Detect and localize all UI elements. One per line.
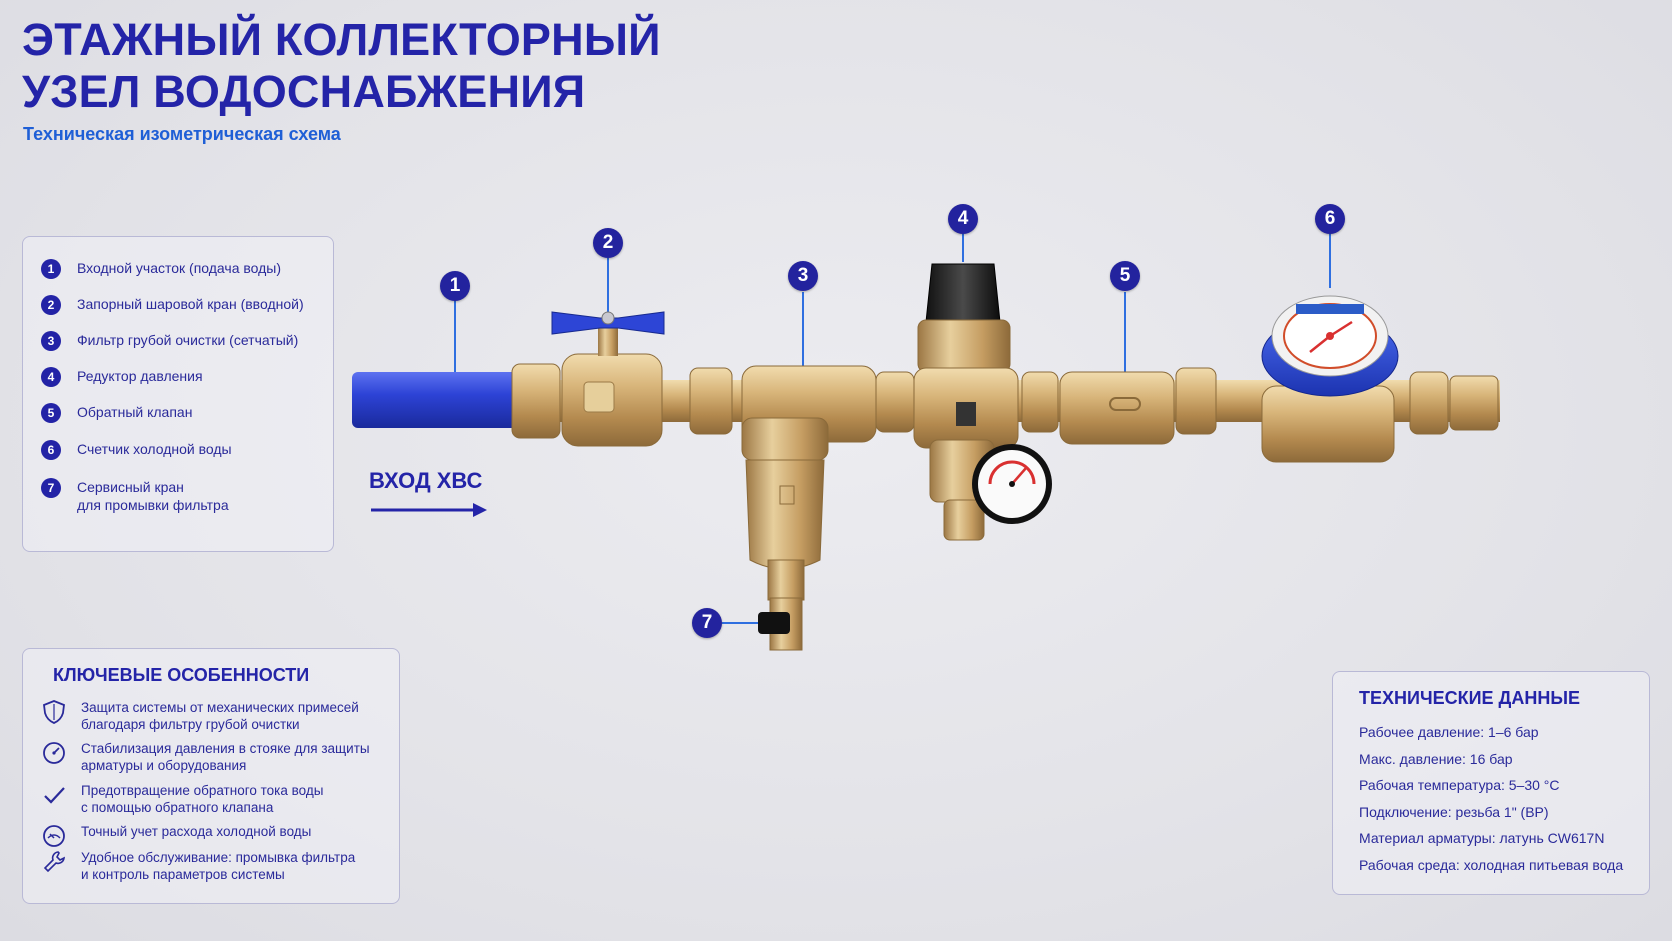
title-line-1: ЭТАЖНЫЙ КОЛЛЕКТОРНЫЙ	[22, 14, 661, 65]
check-valve	[1059, 371, 1175, 445]
legend-label: Обратный клапан	[77, 404, 193, 420]
feature-item: Точный учет расхода холодной воды	[41, 823, 311, 849]
legend-item: 1 Входной участок (подача воды)	[41, 259, 281, 279]
legend-number: 2	[41, 295, 61, 315]
meter-icon	[43, 825, 65, 847]
callout-4: 4	[948, 204, 978, 234]
ball-valve	[551, 311, 665, 447]
legend-number: 3	[41, 331, 61, 351]
callout-3: 3	[788, 261, 818, 291]
legend-label: Фильтр грубой очистки (сетчатый)	[77, 332, 299, 348]
pressure-reducer	[913, 263, 1052, 541]
callout-7: 7	[692, 608, 722, 638]
shield-icon	[43, 700, 65, 724]
callout-5: 5	[1110, 261, 1140, 291]
page-title: ЭТАЖНЫЙ КОЛЛЕКТОРНЫЙ УЗЕЛ ВОДОСНАБЖЕНИЯ	[22, 14, 661, 118]
feature-text: Предотвращение обратного тока воды с пом…	[81, 783, 324, 815]
feature-item: Стабилизация давления в стояке для защит…	[41, 740, 370, 774]
legend-number: 4	[41, 367, 61, 387]
features-panel: КЛЮЧЕВЫЕ ОСОБЕННОСТИ Защита системы от м…	[22, 648, 400, 904]
legend-item: 6 Счетчик холодной воды	[41, 440, 232, 460]
wrench-icon	[43, 851, 65, 873]
union-nuts	[511, 363, 1499, 439]
tech-data-row: Рабочее давление: 1–6 бар	[1359, 724, 1539, 740]
tech-data-row: Подключение: резьба 1" (ВР)	[1359, 804, 1549, 820]
tech-data-row: Макс. давление: 16 бар	[1359, 751, 1513, 767]
legend-number: 6	[41, 440, 61, 460]
feature-item: Предотвращение обратного тока воды с пом…	[41, 782, 323, 816]
coarse-filter	[741, 365, 877, 651]
title-line-2: УЗЕЛ ВОДОСНАБЖЕНИЯ	[22, 66, 586, 117]
legend-number: 7	[41, 478, 61, 498]
tech-data-row: Рабочая температура: 5–30 °C	[1359, 777, 1560, 793]
water-meter	[1261, 295, 1399, 463]
tech-data-row: Рабочая среда: холодная питьевая вода	[1359, 857, 1624, 873]
service-valve-handle	[758, 612, 790, 634]
flow-arrow-icon	[371, 503, 487, 517]
inlet-pipe	[352, 372, 522, 428]
checkmark-icon	[44, 787, 65, 804]
callout-1: 1	[440, 271, 470, 301]
feature-text: Удобное обслуживание: промывка фильтра и…	[81, 850, 356, 882]
legend-number: 1	[41, 259, 61, 279]
legend-label: Сервисный кран для промывки фильтра	[77, 479, 229, 513]
feature-text: Точный учет расхода холодной воды	[81, 824, 312, 839]
legend-item: 2 Запорный шаровой кран (вводной)	[41, 295, 304, 315]
legend-label: Входной участок (подача воды)	[77, 260, 282, 276]
inlet-label: ВХОД ХВС	[369, 468, 483, 493]
legend-item: 4 Редуктор давления	[41, 367, 203, 387]
feature-item: Защита системы от механических примесей …	[41, 699, 359, 733]
leader-lines	[454, 234, 1331, 624]
callout-2: 2	[593, 228, 623, 258]
feature-text: Защита системы от механических примесей …	[81, 700, 359, 732]
gauge-icon	[43, 742, 65, 764]
tech-data-panel: ТЕХНИЧЕСКИЕ ДАННЫЕ Рабочее давление: 1–6…	[1332, 671, 1650, 895]
legend-panel: 1 Входной участок (подача воды) 2 Запорн…	[22, 236, 334, 552]
features-title: КЛЮЧЕВЫЕ ОСОБЕННОСТИ	[53, 665, 310, 685]
legend-label: Редуктор давления	[77, 368, 203, 384]
feature-item: Удобное обслуживание: промывка фильтра и…	[41, 849, 355, 883]
feature-text: Стабилизация давления в стояке для защит…	[81, 741, 370, 773]
legend-label: Запорный шаровой кран (вводной)	[77, 296, 304, 312]
legend-item: 3 Фильтр грубой очистки (сетчатый)	[41, 331, 298, 351]
tech-data-row: Материал арматуры: латунь CW617N	[1359, 830, 1605, 846]
callout-6: 6	[1315, 204, 1345, 234]
legend-number: 5	[41, 403, 61, 423]
legend-item: 7 Сервисный кран для промывки фильтра	[41, 478, 229, 514]
legend-label: Счетчик холодной воды	[77, 441, 232, 457]
page-subtitle: Техническая изометрическая схема	[23, 124, 341, 144]
legend-item: 5 Обратный клапан	[41, 403, 192, 423]
tech-data-title: ТЕХНИЧЕСКИЕ ДАННЫЕ	[1359, 688, 1580, 708]
